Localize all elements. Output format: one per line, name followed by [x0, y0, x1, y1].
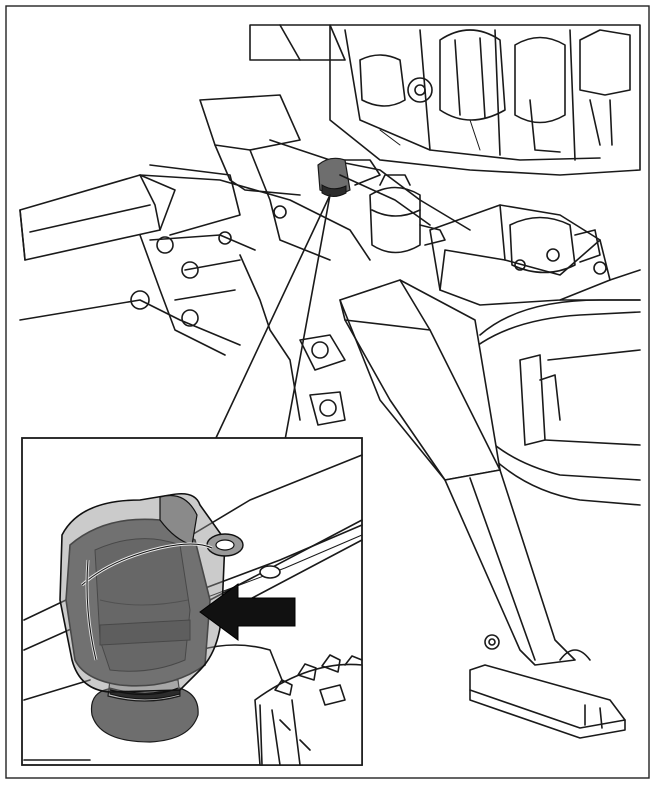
left-arm: [19, 164, 241, 346]
pointing-arrow-icon: [199, 583, 296, 641]
leader-line-left: [214, 194, 331, 441]
upper-turret: [249, 24, 641, 176]
stabilizer-leg: [339, 279, 626, 739]
detail-inset: [21, 437, 363, 766]
sensor-location: [317, 157, 446, 254]
gear-part: [254, 654, 363, 766]
leader-line-right: [284, 194, 331, 441]
chassis: [130, 94, 471, 426]
machine-overview: [19, 24, 641, 739]
sensor: [59, 492, 244, 743]
right-motor: [429, 204, 641, 306]
